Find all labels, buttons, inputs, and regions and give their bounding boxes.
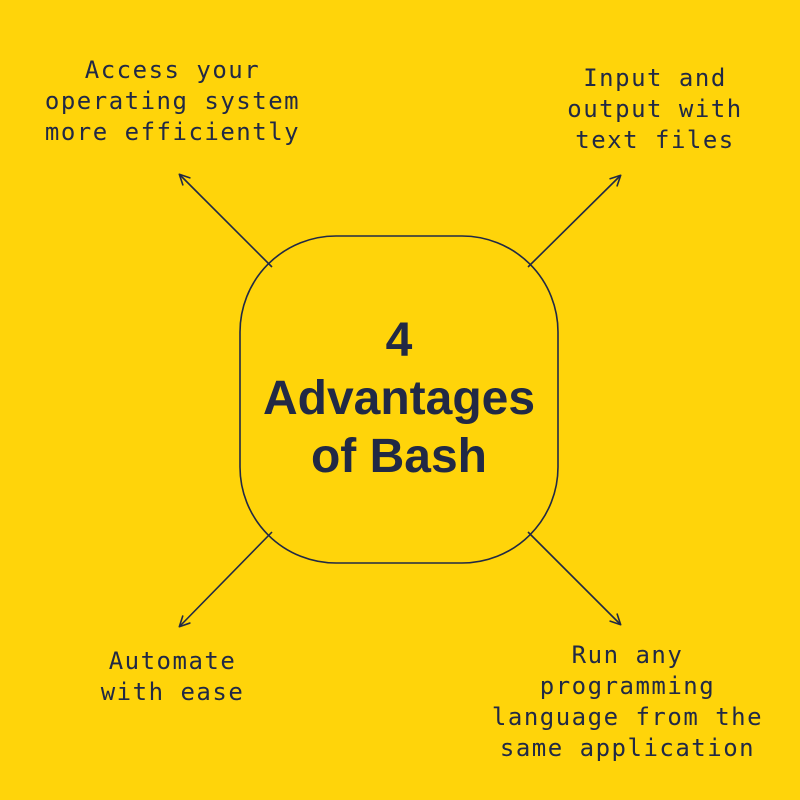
arrow-bottom-right <box>527 531 622 626</box>
advantage-label-top-left: Access your operating system more effici… <box>44 56 301 146</box>
center-title: 4 Advantages of Bash <box>262 314 536 483</box>
arrow-top-left <box>178 173 273 268</box>
center-box-outline <box>239 235 559 564</box>
advantage-label-top-right: Input and output with text files <box>567 64 743 154</box>
advantage-label-bottom-left: Automate with ease <box>100 647 245 706</box>
arrow-bottom-left <box>178 531 273 628</box>
advantage-label-bottom-right: Run any programming language from the sa… <box>491 641 764 762</box>
arrow-top-right <box>527 174 622 268</box>
